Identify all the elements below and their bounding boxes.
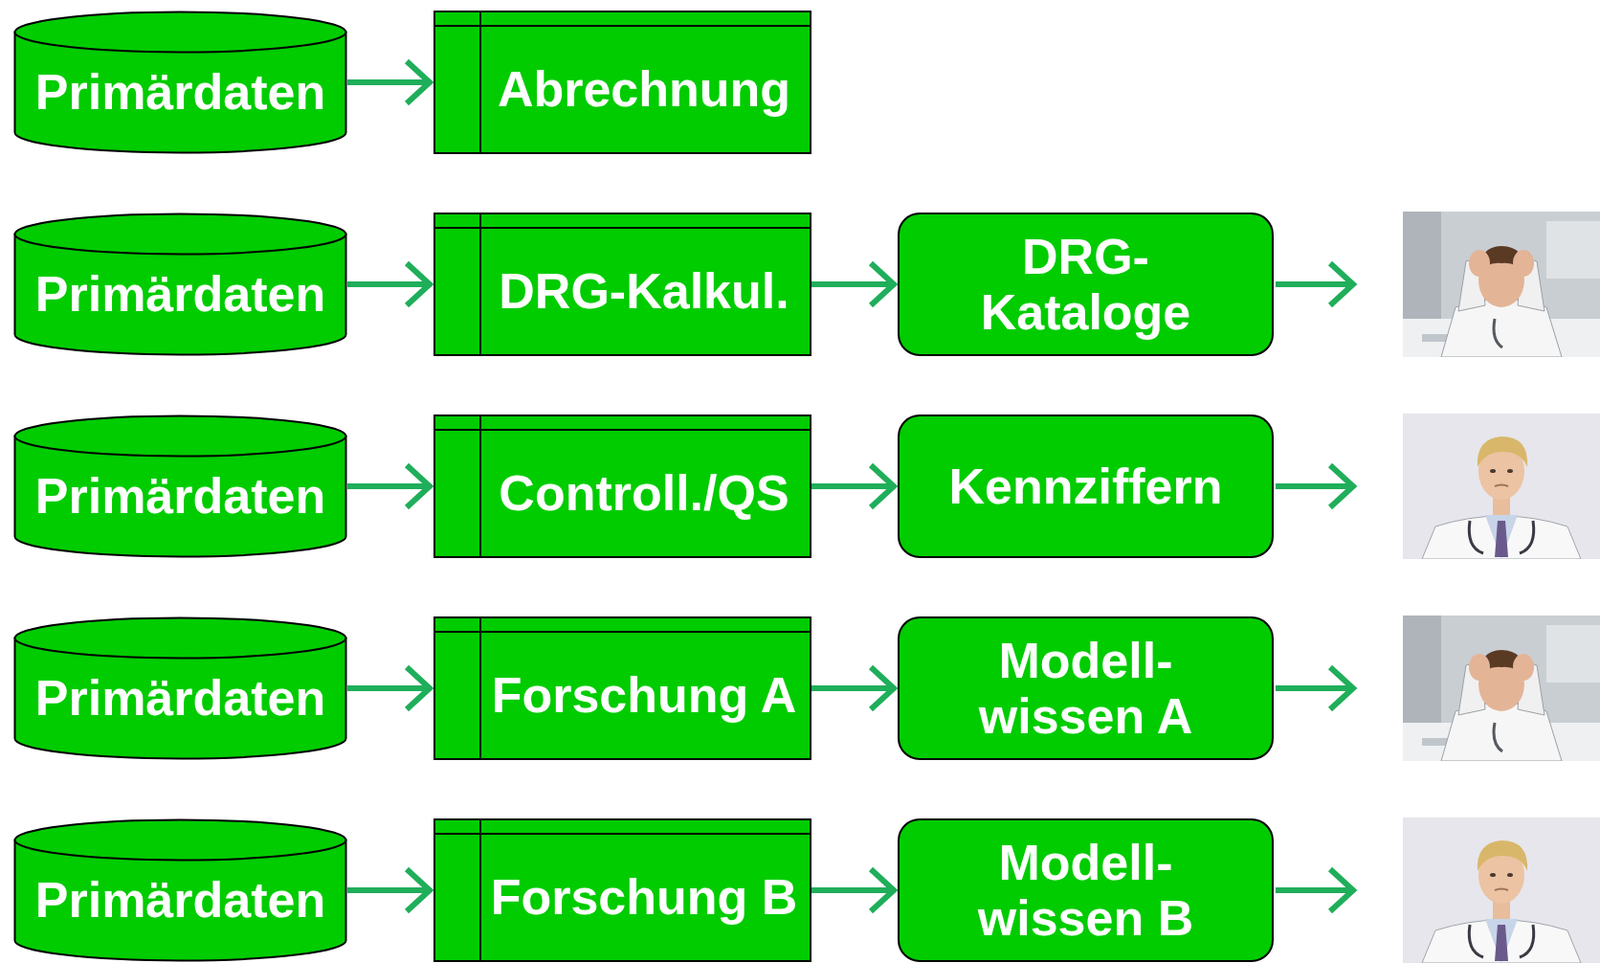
arrow-line <box>347 685 428 691</box>
process-box: Forschung B <box>433 818 812 962</box>
flow-arrow <box>347 465 430 508</box>
arrow-line <box>811 685 892 691</box>
node-label: Primärdaten <box>35 467 326 524</box>
doctor-photo <box>1402 817 1600 963</box>
arrow-head <box>406 465 430 508</box>
text-area: Forschung B <box>480 833 808 960</box>
node-label: Kennziffern <box>949 458 1223 514</box>
node-label: Modell- wissen B <box>937 834 1235 946</box>
node-label: Modell- wissen A <box>937 632 1235 744</box>
arrow-head <box>1330 263 1354 306</box>
flow-arrow <box>347 666 430 710</box>
output-box: DRG- Kataloge <box>897 212 1274 356</box>
database-cylinder: Primärdaten <box>13 414 348 558</box>
arrow-line <box>1275 281 1352 288</box>
flow-arrow <box>347 263 430 306</box>
flow-arrow <box>347 61 430 104</box>
output-box: Modell- wissen B <box>897 818 1274 962</box>
output-box: Modell- wissen A <box>897 616 1274 760</box>
arrow-line <box>811 281 892 288</box>
database-cylinder: Primärdaten <box>13 212 348 356</box>
node-label: Forschung B <box>490 868 799 925</box>
arrow-head <box>406 61 430 104</box>
arrow-head <box>406 666 430 710</box>
arrow-line <box>347 281 428 288</box>
arrow-line <box>811 483 892 489</box>
arrow-head <box>406 263 430 306</box>
arrow-head <box>1330 868 1354 912</box>
node-label: Primärdaten <box>35 669 326 726</box>
text-area: Modell- wissen B <box>909 823 1263 956</box>
arrow-head <box>870 263 894 306</box>
text-area: Primärdaten <box>22 454 338 538</box>
text-area: Abrechnung <box>480 25 808 153</box>
arrow-line <box>347 79 428 86</box>
text-area: Primärdaten <box>22 252 338 336</box>
process-box: Controll./QS <box>433 414 812 558</box>
text-area: Controll./QS <box>480 429 808 556</box>
node-label: Primärdaten <box>35 266 326 322</box>
arrow-line <box>1275 685 1352 691</box>
arrow-line <box>347 483 428 489</box>
flow-arrow <box>811 666 894 710</box>
arrow-line <box>1275 887 1352 893</box>
process-box: DRG-Kalkul. <box>433 212 812 356</box>
node-label: Primärdaten <box>35 64 326 120</box>
database-cylinder: Primärdaten <box>13 10 348 155</box>
node-label: Abrechnung <box>497 61 791 117</box>
node-label: DRG-Kalkul. <box>498 263 789 319</box>
flow-arrow <box>811 465 894 508</box>
process-box: Abrechnung <box>433 10 812 155</box>
flow-arrow <box>811 868 894 912</box>
arrow-line <box>811 887 892 893</box>
arrow-head <box>406 868 430 912</box>
flow-arrow <box>811 263 894 306</box>
stressed-doctor-photo <box>1402 615 1600 761</box>
arrow-head <box>870 666 894 710</box>
text-area: Primärdaten <box>22 858 338 942</box>
doctor-photo <box>1402 413 1600 559</box>
text-area: Primärdaten <box>22 50 338 134</box>
database-cylinder: Primärdaten <box>13 818 348 962</box>
arrow-line <box>1275 483 1352 489</box>
output-box: Kennziffern <box>897 414 1274 558</box>
arrow-head <box>1330 666 1354 710</box>
text-area: Modell- wissen A <box>909 622 1263 755</box>
node-label: Primärdaten <box>35 871 326 928</box>
text-area: Primärdaten <box>22 656 338 740</box>
flow-arrow <box>347 868 430 912</box>
database-cylinder: Primärdaten <box>13 616 348 760</box>
node-label: Controll./QS <box>498 465 789 521</box>
text-area: DRG-Kalkul. <box>480 227 808 355</box>
text-area: DRG- Kataloge <box>909 218 1263 351</box>
node-label: DRG- Kataloge <box>937 228 1235 340</box>
text-area: Kennziffern <box>909 420 1263 553</box>
text-area: Forschung A <box>480 631 808 758</box>
arrow-line <box>347 887 428 893</box>
arrow-head <box>870 868 894 912</box>
arrow-head <box>1330 465 1354 508</box>
node-label: Forschung A <box>491 666 798 723</box>
arrow-head <box>870 465 894 508</box>
process-box: Forschung A <box>433 616 812 760</box>
stressed-doctor-photo <box>1402 211 1600 357</box>
